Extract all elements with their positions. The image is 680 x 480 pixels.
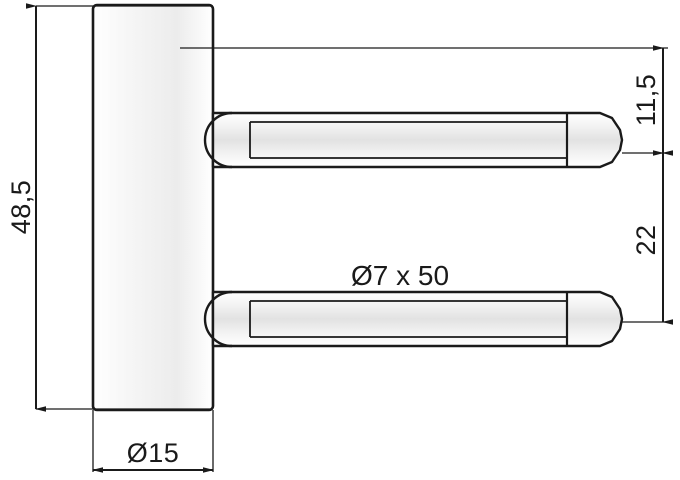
dimension-overall-height: 48,5 — [6, 3, 46, 412]
dimension-label-offset-small: 11,5 — [631, 74, 661, 127]
dimension-label-overall-height: 48,5 — [6, 180, 36, 235]
dimension-label-plate-diameter: Ø15 — [127, 438, 180, 468]
callout-pin-spec: Ø7 x 50 — [351, 260, 449, 291]
dimension-label-offset-large: 22 — [631, 224, 661, 255]
upper-pin — [203, 111, 624, 169]
mounting-plate — [91, 3, 215, 412]
dimension-offset-large: 22 — [631, 150, 673, 325]
lower-pin — [203, 290, 624, 348]
dimension-offset-small: 11,5 — [631, 45, 673, 156]
dimension-plate-diameter: Ø15 — [92, 438, 214, 473]
extension-lines — [36, 5, 668, 472]
